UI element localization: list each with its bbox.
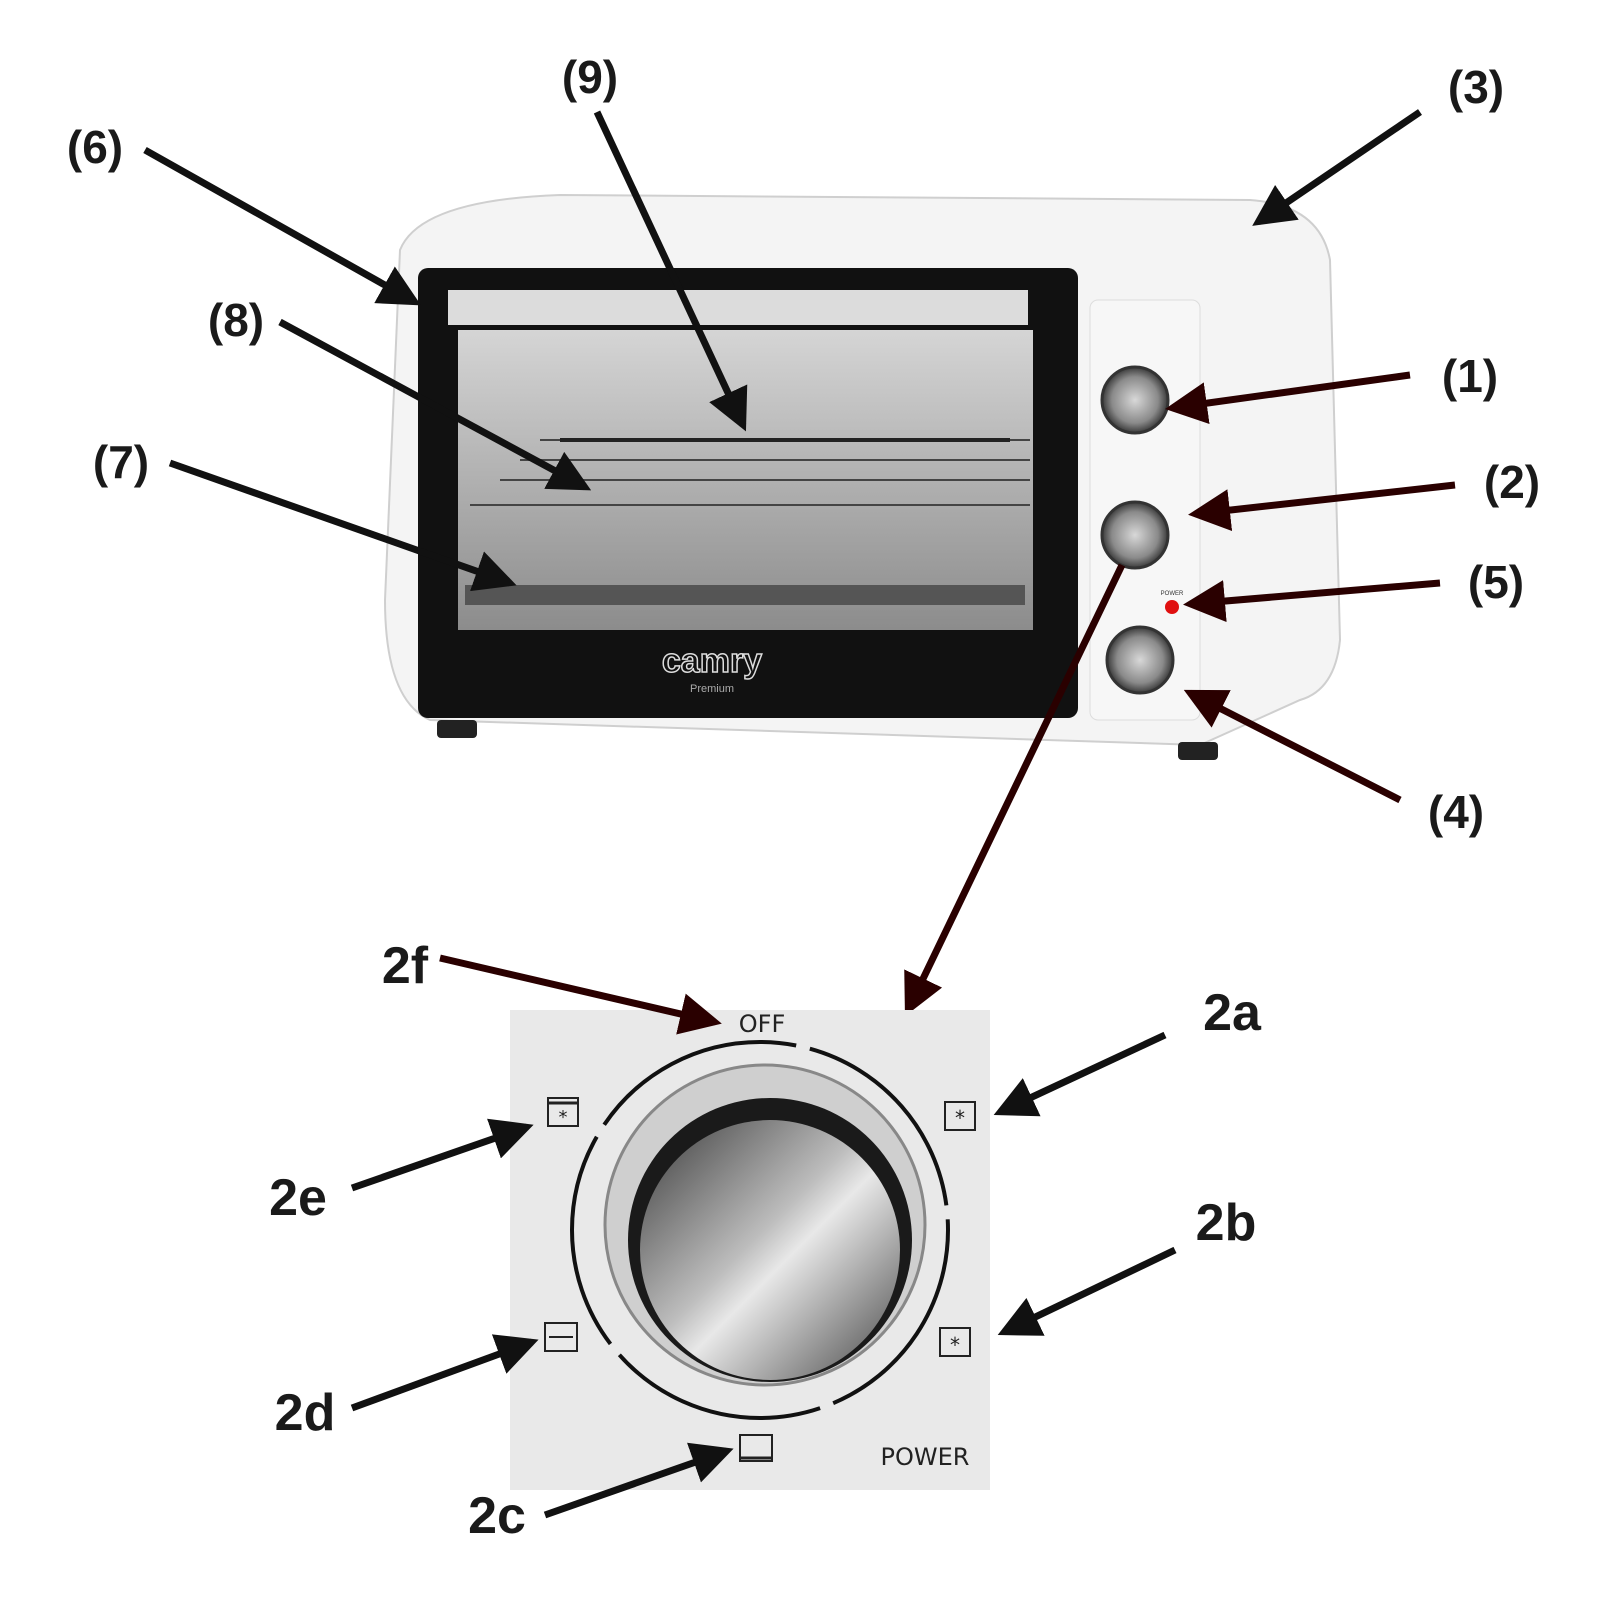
callout-3: (3) [1448, 61, 1504, 113]
mode-icon-2b: * [939, 1327, 971, 1357]
callout-2a: 2a [1203, 984, 1262, 1042]
mode-icon-2c [739, 1434, 773, 1462]
callout-arrows [143, 109, 1456, 1017]
mode-icon-2a: * [944, 1101, 976, 1131]
callout-2f: 2f [382, 937, 429, 995]
callout-2c: 2c [468, 1487, 526, 1545]
callout-2b: 2b [1196, 1194, 1257, 1252]
brand-logo: camry [662, 642, 762, 680]
mode-icon-2d [544, 1322, 578, 1352]
svg-text:*: * [559, 1107, 568, 1128]
callout-9: (9) [562, 51, 618, 103]
callout-7: (7) [93, 436, 149, 488]
callout-8: (8) [208, 294, 264, 346]
timer-knob[interactable] [1105, 625, 1175, 695]
function-dial-detail: OFF POWER * * * [510, 1010, 990, 1490]
callout-6: (6) [67, 121, 123, 173]
callout-1: (1) [1442, 350, 1498, 402]
brand-sub: Premium [690, 683, 734, 695]
door-handle [448, 290, 1028, 325]
svg-text:*: * [950, 1333, 960, 1357]
temperature-knob[interactable] [1100, 365, 1170, 435]
oven: camry Premium POWER [383, 193, 1342, 760]
baking-tray [465, 585, 1025, 605]
callout-4: (4) [1428, 786, 1484, 838]
callout-2e: 2e [269, 1169, 327, 1227]
dial-off-label: OFF [739, 1010, 786, 1038]
mode-icon-2e: * [547, 1097, 579, 1128]
dial-power-label: POWER [881, 1443, 970, 1471]
dial-ring [570, 1040, 950, 1420]
callout-5: (5) [1468, 556, 1524, 608]
callout-2: (2) [1484, 456, 1540, 508]
oven-foot-right [1178, 742, 1218, 760]
function-knob[interactable] [1100, 500, 1170, 570]
power-indicator-label: POWER [1161, 591, 1184, 597]
oven-foot-left [437, 720, 477, 738]
power-indicator [1165, 600, 1179, 614]
knob-cap[interactable] [640, 1120, 900, 1380]
dial-callout-arrows [350, 954, 1177, 1519]
callout-2d: 2d [275, 1384, 336, 1442]
svg-text:*: * [955, 1106, 965, 1130]
